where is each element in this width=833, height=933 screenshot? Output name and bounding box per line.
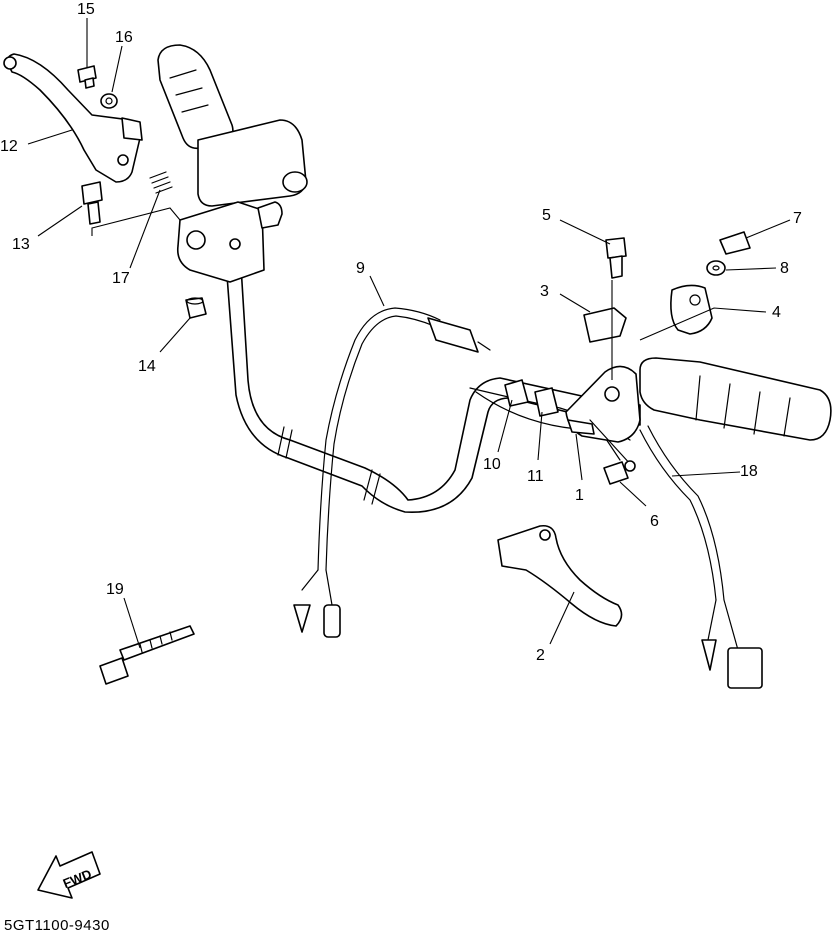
throttle-housing-1: [565, 365, 641, 472]
lever-bolt-15: [77, 65, 97, 89]
clamp-10: [504, 379, 529, 407]
callout-7: 7: [793, 210, 802, 227]
right-grip: [639, 357, 832, 441]
lever-nut-16: [100, 93, 118, 109]
bolt-13: [81, 181, 103, 225]
callout-14: 14: [138, 358, 156, 375]
cover-4: [670, 284, 713, 335]
callout-6: 6: [650, 513, 659, 530]
callout-19: 19: [106, 581, 124, 598]
callout-15: 15: [77, 1, 95, 18]
switch-cable-18: [639, 425, 763, 689]
brake-switch-cable-9: [293, 307, 491, 638]
callout-13: 13: [12, 236, 30, 253]
drawing-code: 5GT1100-9430: [4, 917, 110, 933]
master-cylinder: [176, 119, 308, 283]
cover-3: [583, 307, 627, 343]
cable-tie-19: [99, 625, 195, 685]
fwd-arrow: FWD: [37, 851, 101, 899]
callout-4: 4: [772, 304, 781, 321]
clamp-11: [534, 387, 559, 417]
callout-10: 10: [483, 456, 501, 473]
front-brake-lever: [3, 53, 143, 183]
spring-17: [149, 171, 173, 194]
callout-8: 8: [780, 260, 789, 277]
callout-17: 17: [112, 270, 130, 287]
callout-labels: 15 16 12 13 17 14 9 5 7 8 3 4 10 11 1 18…: [0, 1, 802, 664]
nut-14: [185, 297, 207, 319]
callout-1: 1: [575, 487, 584, 504]
callout-9: 9: [356, 260, 365, 277]
handlebar: [225, 249, 641, 513]
callout-18: 18: [740, 463, 758, 480]
washer-8: [706, 260, 726, 276]
callout-5: 5: [542, 207, 551, 224]
lever-2: [497, 524, 623, 627]
screw-5: [605, 237, 627, 279]
callout-16: 16: [115, 29, 133, 46]
leader-lines: [27, 18, 791, 649]
callout-11: 11: [527, 468, 544, 485]
nut-6: [603, 461, 629, 485]
callout-3: 3: [540, 283, 549, 300]
left-grip: [157, 44, 234, 150]
screw-7: [719, 231, 751, 255]
callout-12: 12: [0, 138, 18, 155]
callout-2: 2: [536, 647, 545, 664]
